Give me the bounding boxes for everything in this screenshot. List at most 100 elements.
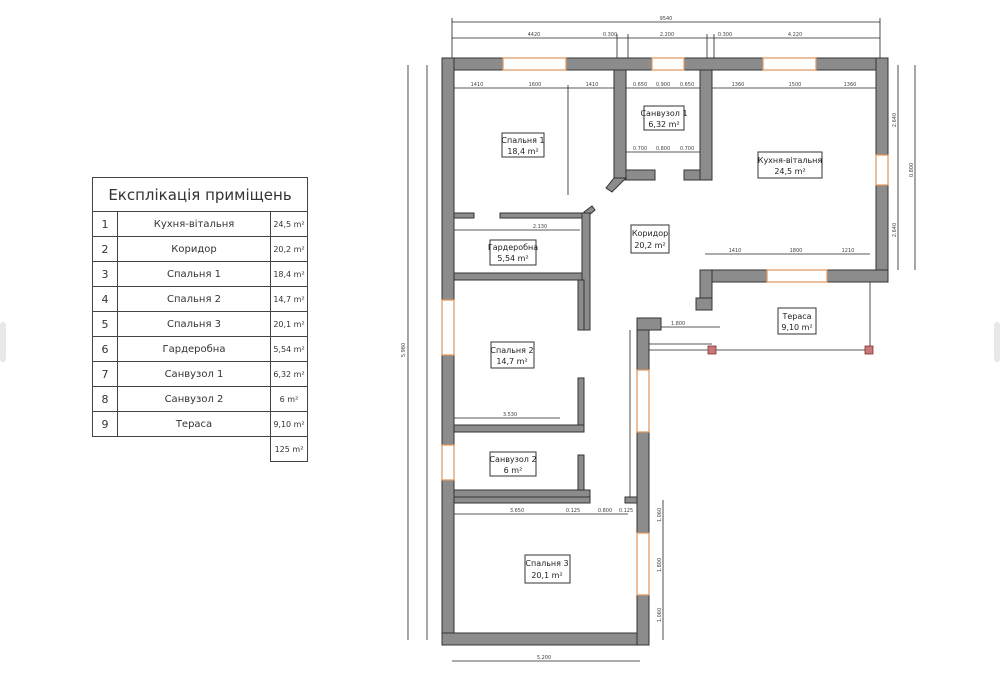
svg-text:5,54 m²: 5,54 m² <box>497 254 528 263</box>
svg-text:1210: 1210 <box>842 248 855 254</box>
svg-text:2.640: 2.640 <box>892 113 898 127</box>
room-label-bedroom3: Спальня 3 20,1 m² <box>524 554 571 584</box>
svg-text:2.200: 2.200 <box>660 32 674 38</box>
room-area: 6 m² <box>270 386 308 412</box>
window <box>502 57 567 71</box>
svg-text:Коридор: Коридор <box>632 229 668 238</box>
window <box>651 57 685 71</box>
svg-text:Спальня 3: Спальня 3 <box>525 559 568 568</box>
svg-text:5.200: 5.200 <box>537 655 551 661</box>
room-label-terrace: Тераса 9,10 m² <box>777 307 817 335</box>
total-area: 125 m² <box>270 436 308 462</box>
svg-text:Спальня 1: Спальня 1 <box>501 136 544 145</box>
svg-text:3.530: 3.530 <box>503 412 517 418</box>
room-area: 6,32 m² <box>270 361 308 387</box>
table-title: Експлікація приміщень <box>92 177 308 212</box>
svg-text:20,1 m²: 20,1 m² <box>531 571 562 580</box>
svg-text:1410: 1410 <box>586 82 599 88</box>
window <box>636 369 650 433</box>
svg-text:0.800: 0.800 <box>598 508 612 514</box>
window <box>766 269 828 283</box>
svg-text:0.650: 0.650 <box>633 82 647 88</box>
room-name: Тераса <box>117 411 271 437</box>
scroll-edge-right <box>994 322 1000 362</box>
svg-text:Спальня 2: Спальня 2 <box>490 346 533 355</box>
svg-text:1500: 1500 <box>789 82 802 88</box>
room-label-corridor: Коридор 20,2 m² <box>630 224 670 254</box>
row-number: 3 <box>92 261 118 287</box>
svg-text:Тераса: Тераса <box>781 312 811 321</box>
window <box>762 57 817 71</box>
room-area: 24,5 m² <box>270 211 308 237</box>
svg-text:2.130: 2.130 <box>533 224 547 230</box>
room-area: 14,7 m² <box>270 286 308 312</box>
room-name: Спальня 2 <box>117 286 271 312</box>
svg-text:9540: 9540 <box>660 16 673 22</box>
svg-text:4420: 4420 <box>528 32 541 38</box>
svg-text:5.980: 5.980 <box>401 343 407 357</box>
row-number: 7 <box>92 361 118 387</box>
window <box>875 154 889 186</box>
svg-text:0.700: 0.700 <box>680 146 694 152</box>
room-label-bath2: Санвузол 2 6 m² <box>489 451 537 477</box>
svg-text:0.300: 0.300 <box>718 32 732 38</box>
svg-text:1600: 1600 <box>529 82 542 88</box>
svg-text:4.220: 4.220 <box>788 32 802 38</box>
row-number: 1 <box>92 211 118 237</box>
svg-text:1.800: 1.800 <box>657 558 663 572</box>
svg-text:0.650: 0.650 <box>680 82 694 88</box>
dimension-lines <box>407 18 916 662</box>
svg-text:0.125: 0.125 <box>619 508 633 514</box>
room-label-kitchen: Кухня-вітальня 24,5 m² <box>757 151 823 179</box>
svg-text:0.900: 0.900 <box>656 82 670 88</box>
svg-text:1410: 1410 <box>729 248 742 254</box>
room-area: 20,2 m² <box>270 236 308 262</box>
room-label-wardrobe: Гардеробна 5,54 m² <box>488 239 538 266</box>
svg-text:0.800: 0.800 <box>656 146 670 152</box>
window <box>441 444 455 481</box>
svg-text:14,7 m²: 14,7 m² <box>496 357 527 366</box>
scroll-edge-left <box>0 322 6 362</box>
svg-text:0.800: 0.800 <box>909 163 915 177</box>
room-label-bath1: Санвузол 1 6,32 m² <box>640 105 688 131</box>
svg-text:1.060: 1.060 <box>657 608 663 622</box>
terrace-outline <box>649 282 874 355</box>
svg-text:6 m²: 6 m² <box>504 466 523 475</box>
terrace-post <box>707 345 717 355</box>
room-name: Санвузол 2 <box>117 386 271 412</box>
room-area: 9,10 m² <box>270 411 308 437</box>
svg-text:Гардеробна: Гардеробна <box>488 243 538 252</box>
svg-text:24,5 m²: 24,5 m² <box>774 167 805 176</box>
svg-text:1800: 1800 <box>790 248 803 254</box>
terrace-post <box>864 345 874 355</box>
svg-text:Санвузол 1: Санвузол 1 <box>640 109 687 118</box>
window <box>441 299 455 356</box>
svg-text:1.060: 1.060 <box>657 508 663 522</box>
window <box>636 532 650 596</box>
svg-text:Кухня-вітальня: Кухня-вітальня <box>758 156 823 165</box>
svg-text:18,4 m²: 18,4 m² <box>507 147 538 156</box>
room-name: Кухня-вітальня <box>117 211 271 237</box>
svg-text:1360: 1360 <box>732 82 745 88</box>
row-number: 8 <box>92 386 118 412</box>
svg-text:1410: 1410 <box>471 82 484 88</box>
svg-text:20,2 m²: 20,2 m² <box>634 241 665 250</box>
svg-text:6,32 m²: 6,32 m² <box>648 120 679 129</box>
svg-text:3.650: 3.650 <box>510 508 524 514</box>
svg-text:0.700: 0.700 <box>633 146 647 152</box>
svg-text:Санвузол 2: Санвузол 2 <box>489 455 536 464</box>
svg-text:0.300: 0.300 <box>603 32 617 38</box>
svg-text:0.125: 0.125 <box>566 508 580 514</box>
svg-text:1.800: 1.800 <box>671 321 685 327</box>
room-label-bedroom2: Спальня 2 14,7 m² <box>490 341 535 369</box>
svg-text:9,10 m²: 9,10 m² <box>781 323 812 332</box>
dimension-labels: 9540 4420 0.300 2.200 0.300 4.220 1410 1… <box>401 16 915 661</box>
